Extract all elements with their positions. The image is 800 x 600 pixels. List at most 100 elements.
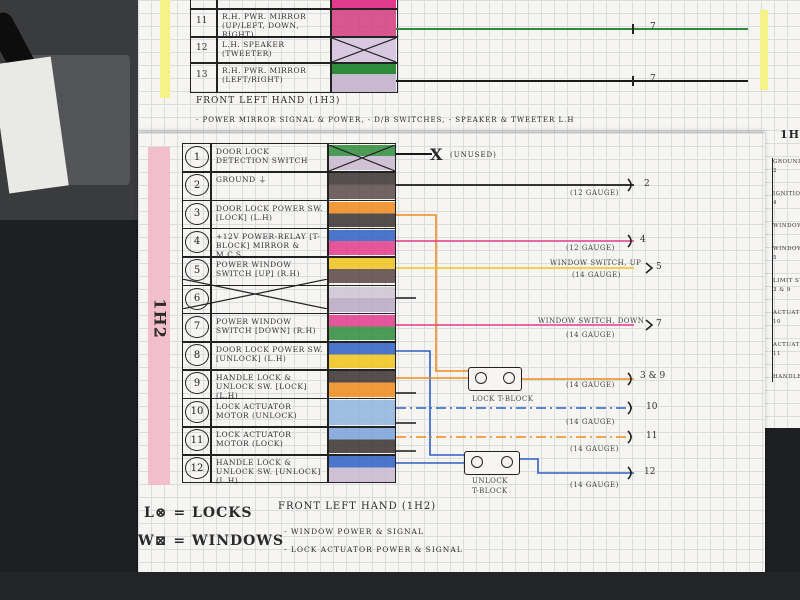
lock-t-block [468,367,522,391]
color-cell-2 [329,173,395,199]
main-sheet-title: FRONT LEFT HAND (1H2) [278,501,437,512]
row-label-5: POWER WINDOW SWITCH [UP] (R.H) [216,260,301,279]
main-sheet-pink-highlight [148,147,170,485]
top-row-13-num: 13 [196,70,208,80]
top-sheet: 11 12 13 R.H. PWR. MIRROR (UP/LEFT, DOWN… [138,0,774,135]
w5-gauge: (14 GAUGE) [572,271,621,279]
top-sheet-color-11 [332,10,396,36]
unused-x-mark: X [430,145,444,164]
w5-desc: WINDOW SWITCH, UP [550,259,642,267]
color-cell-12 [329,456,395,482]
w11-gauge: (14 GAUGE) [570,445,619,453]
color-cell-4 [329,229,395,256]
pin-9: 9 [185,372,209,395]
pin-10: 10 [185,400,209,423]
w12-gauge: (14 GAUGE) [570,481,619,489]
color-cell-7 [329,314,395,341]
row-label-12: HANDLE LOCK & UNLOCK SW. [UNLOCK] (L.H) [216,458,321,486]
table-row-divider [182,426,396,428]
top-sheet-table [190,0,398,93]
w389-end: 3 & 9 [640,371,666,381]
w7-end: 7 [656,319,662,329]
table-row-divider [182,341,396,343]
w7-desc: WINDOW SWITCH, DOWN [538,317,645,325]
table-row-divider [182,312,396,315]
table-row-divider [182,256,396,258]
table-row-divider [182,397,396,400]
table-row-divider [182,199,396,202]
wiring-diagram [396,178,654,480]
main-sheet-note-2: - LOCK ACTUATOR POWER & SIGNAL [284,545,463,554]
top-wire-13-end: 7 [650,74,656,84]
row-label-7: POWER WINDOW SWITCH [DOWN] (R.H) [216,316,317,335]
top-row-12-num: 12 [196,43,208,53]
row-label-3: DOOR LOCK POWER SW. [LOCK] (L.H) [216,203,324,222]
color-cell-3 [329,201,395,227]
table-row-divider [182,284,396,286]
table-row-divider [182,454,396,456]
top-wire-11-end: 7 [650,22,656,32]
w2-end: 2 [644,179,650,189]
pin-1: 1 [185,146,209,168]
row-label-4: +12V POWER-RELAY [T-BLOCK] MIRROR & M.C.… [216,231,321,259]
w11-end: 11 [646,431,658,441]
row-label-9: HANDLE LOCK & UNLOCK SW. [LOCK] (L.H) [216,373,307,401]
pin-2: 2 [185,174,209,197]
top-sheet-color-13 [332,74,396,92]
lock-t-block-label: LOCK T-BLOCK [472,395,534,403]
table-row-divider [182,171,396,173]
pin-7: 7 [185,315,209,338]
w389-gauge: (14 GAUGE) [566,381,615,389]
unlock-t-block [464,451,520,475]
right-sheet-title: 1H2 [780,128,800,141]
row-label-8: DOOR LOCK POWER SW. [UNLOCK] (L.H) [216,345,324,364]
row-label-2: GROUND ⏚ [216,175,267,185]
row-1-color-crossout [329,145,395,171]
w10-end: 10 [646,402,658,412]
top-wire-13 [396,80,774,82]
top-row-12-label: L.H. SPEAKER (TWEETER) [222,40,285,58]
unlock-t-block-label-2: T-BLOCK [472,487,508,495]
pin-11: 11 [185,429,209,451]
main-sheet-note-1: - WINDOW POWER & SIGNAL [284,527,424,536]
table-row-divider [182,227,396,230]
w12-end: 12 [644,467,656,477]
pin-3: 3 [185,202,209,225]
w2-gauge: (12 GAUGE) [570,189,619,197]
pin-6: 6 [185,287,209,310]
table-row-divider [182,369,396,371]
color-cell-6 [329,286,395,312]
pin-4: 4 [185,230,209,253]
legend-windows: W⊠ = WINDOWS [138,533,285,549]
unused-wire [396,153,432,155]
row-label-11: LOCK ACTUATOR MOTOR (LOCK) [216,430,292,448]
row-label-10: LOCK ACTUATOR MOTOR (UNLOCK) [216,401,298,420]
color-cell-10 [329,399,395,425]
pin-8: 8 [185,344,209,367]
top-sheet-color-13a [332,64,396,74]
top-sheet-subtitle: - POWER MIRROR SIGNAL & POWER, - D/B SWI… [196,116,575,124]
desk-bottom [0,572,800,600]
top-sheet-title: FRONT LEFT HAND (1H3) [196,96,341,106]
color-cell-11 [329,428,395,454]
legend-locks: L⊗ = LOCKS [144,505,253,521]
w10-gauge: (14 GAUGE) [566,418,615,426]
unlock-t-block-label-1: UNLOCK [472,477,508,485]
row-label-1: DOOR LOCK DETECTION SWITCH [216,147,308,165]
color-cell-5 [329,258,395,284]
pin-12: 12 [185,457,209,480]
top-row-13-label: R.H. PWR. MIRROR (LEFT/RIGHT) [222,66,307,84]
w4-gauge: (12 GAUGE) [566,244,615,252]
top-sheet-color-12-x [332,38,396,62]
unused-label: (UNUSED) [450,151,497,159]
top-sheet-color-11a [332,0,396,8]
right-sheet-list: GROUND 2 IGNITION 4 WINDOW WINDOW SW. 5 … [772,158,800,382]
w5-end: 5 [656,262,662,272]
top-wire-11 [396,28,774,30]
pin-5: 5 [185,259,209,282]
color-cell-9 [329,371,395,397]
top-row-11-num: 11 [196,16,208,26]
top-sheet-yellow-highlight [160,0,170,98]
w7-gauge: (14 GAUGE) [566,331,615,339]
